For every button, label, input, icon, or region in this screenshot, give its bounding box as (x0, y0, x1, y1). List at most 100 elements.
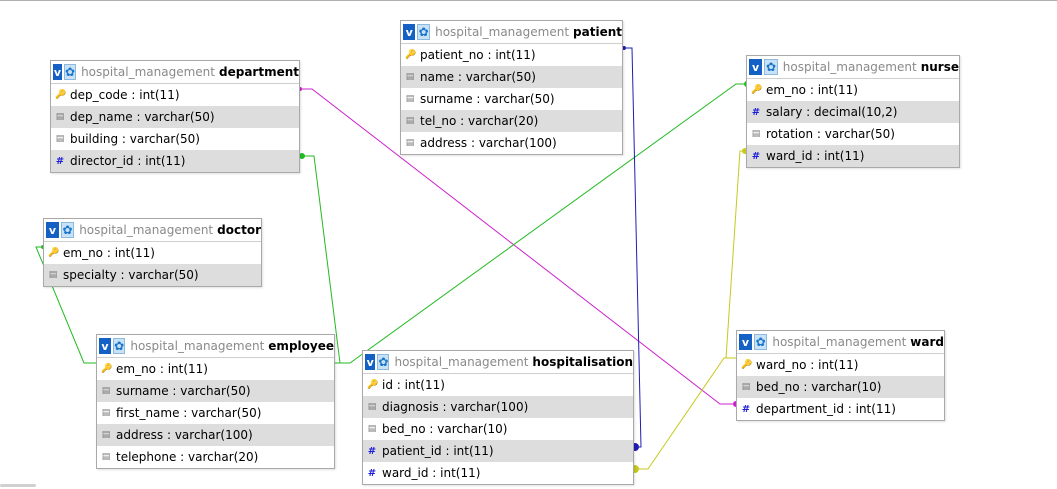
table-header[interactable]: v ✿ hospital_management employee (97, 335, 334, 358)
database-name: hospital_management (79, 223, 214, 237)
column-icon: ▤ (405, 72, 415, 82)
table-header[interactable]: v ✿ hospital_management ward (737, 331, 944, 354)
column-row[interactable]: ▤bed_no : varchar(10) (737, 376, 944, 398)
key-icon: 🔑 (405, 50, 417, 60)
relation-ward-nurse (725, 150, 746, 359)
table-ward[interactable]: v ✿ hospital_management ward 🔑ward_no : … (736, 330, 945, 421)
column-label: surname : varchar(50) (116, 384, 251, 398)
column-label: surname : varchar(50) (420, 92, 555, 106)
database-name: hospital_management (130, 339, 265, 353)
column-icon: ▤ (101, 408, 111, 418)
hash-icon: # (367, 467, 377, 479)
table-department[interactable]: v ✿ hospital_management department 🔑dep_… (50, 60, 300, 173)
column-row[interactable]: # ward_id : int(11) (747, 145, 959, 167)
table-doctor[interactable]: v ✿ hospital_management doctor 🔑em_no : … (43, 218, 262, 287)
column-icon: ▤ (751, 129, 761, 139)
database-name: hospital_management (81, 65, 215, 79)
column-row[interactable]: ▤surname : varchar(50) (401, 88, 622, 110)
column-row[interactable]: ▤ name : varchar(50) (401, 66, 622, 88)
table-header[interactable]: v ✿ hospital_management nurse (747, 56, 959, 79)
column-icon: ▤ (405, 138, 415, 148)
table-header[interactable]: v ✿ hospital_management doctor (44, 219, 261, 242)
column-row[interactable]: ▤diagnosis : varchar(100) (363, 396, 633, 418)
column-row[interactable]: 🔑patient_no : int(11) (401, 44, 622, 66)
column-icon: ▤ (101, 430, 111, 440)
hash-icon: # (751, 150, 761, 162)
column-row[interactable]: # patient_id : int(11) (363, 440, 633, 462)
column-label: tel_no : varchar(20) (420, 114, 539, 128)
key-icon: 🔑 (48, 248, 60, 258)
toggle-columns-button[interactable]: v (53, 64, 62, 80)
gear-icon[interactable]: ✿ (753, 334, 768, 350)
gear-icon[interactable]: ✿ (112, 338, 126, 354)
column-row[interactable]: # salary : decimal(10,2) (747, 101, 959, 123)
column-row[interactable]: 🔑ward_no : int(11) (737, 354, 944, 376)
column-label: name : varchar(50) (420, 70, 536, 84)
toggle-columns-button[interactable]: v (99, 338, 111, 354)
column-row[interactable]: 🔑em_no : int(11) (44, 242, 261, 264)
column-row[interactable]: ▤bed_no : varchar(10) (363, 418, 633, 440)
gear-icon[interactable]: ✿ (64, 64, 77, 80)
gear-icon[interactable]: ✿ (764, 59, 778, 75)
key-icon: 🔑 (55, 90, 67, 100)
column-label: id : int(11) (382, 378, 445, 392)
column-row[interactable]: #ward_id : int(11) (363, 462, 633, 484)
column-row[interactable]: 🔑em_no : int(11) (97, 358, 334, 380)
table-nurse[interactable]: v ✿ hospital_management nurse 🔑em_no : i… (746, 55, 960, 168)
gear-icon[interactable]: ✿ (417, 24, 431, 40)
gear-icon[interactable]: ✿ (60, 222, 75, 238)
column-row[interactable]: ▤dep_name : varchar(50) (51, 106, 299, 128)
column-label: patient_id : int(11) (382, 444, 494, 458)
relation-department-employee (300, 155, 341, 364)
hash-icon: # (741, 403, 751, 415)
column-icon: ▤ (405, 116, 415, 126)
table-header[interactable]: v ✿ hospital_management hospitalisation (363, 351, 633, 374)
column-label: address : varchar(100) (116, 428, 253, 442)
column-row[interactable]: 🔑em_no : int(11) (747, 79, 959, 101)
column-label: ward_no : int(11) (756, 358, 859, 372)
column-row[interactable]: ▤address : varchar(100) (401, 132, 622, 154)
column-row[interactable]: 🔑id : int(11) (363, 374, 633, 396)
column-icon: ▤ (101, 452, 111, 462)
table-hospitalisation[interactable]: v ✿ hospital_management hospitalisation … (362, 350, 634, 485)
key-icon: 🔑 (741, 360, 753, 370)
column-label: dep_code : int(11) (70, 88, 180, 102)
toggle-columns-button[interactable]: v (46, 222, 59, 238)
column-row[interactable]: ▤ first_name : varchar(50) (97, 402, 334, 424)
hash-icon: # (367, 445, 377, 457)
toggle-columns-button[interactable]: v (739, 334, 752, 350)
horizontal-scrollbar[interactable] (0, 484, 36, 487)
column-icon: ▤ (741, 382, 751, 392)
column-label: em_no : int(11) (766, 83, 858, 97)
column-row[interactable]: ▤ tel_no : varchar(20) (401, 110, 622, 132)
table-header[interactable]: v ✿ hospital_management department (51, 61, 299, 84)
database-name: hospital_management (772, 335, 907, 349)
column-label: first_name : varchar(50) (116, 406, 262, 420)
toggle-columns-button[interactable]: v (365, 354, 376, 370)
column-icon: ▤ (48, 270, 58, 280)
toggle-columns-button[interactable]: v (403, 24, 416, 40)
column-row[interactable]: ▤ address : varchar(100) (97, 424, 334, 446)
table-name: patient (573, 25, 622, 39)
table-patient[interactable]: v ✿ hospital_management patient 🔑patient… (400, 20, 623, 155)
database-name: hospital_management (435, 25, 570, 39)
key-icon: 🔑 (751, 85, 763, 95)
column-label: ward_id : int(11) (766, 149, 865, 163)
table-header[interactable]: v ✿ hospital_management patient (401, 21, 622, 44)
column-label: building : varchar(50) (70, 132, 200, 146)
database-name: hospital_management (782, 60, 917, 74)
key-icon: 🔑 (101, 364, 113, 374)
column-row[interactable]: 🔑dep_code : int(11) (51, 84, 299, 106)
column-row[interactable]: ▤building : varchar(50) (51, 128, 299, 150)
column-label: salary : decimal(10,2) (766, 105, 898, 119)
toggle-columns-button[interactable]: v (749, 59, 763, 75)
column-row[interactable]: ▤rotation : varchar(50) (747, 123, 959, 145)
column-row[interactable]: ▤surname : varchar(50) (97, 380, 334, 402)
column-row[interactable]: #department_id : int(11) (737, 398, 944, 420)
column-row[interactable]: ▤specialty : varchar(50) (44, 264, 261, 286)
gear-icon[interactable]: ✿ (377, 354, 390, 370)
hash-icon: # (751, 106, 761, 118)
table-employee[interactable]: v ✿ hospital_management employee 🔑em_no … (96, 334, 335, 469)
column-row[interactable]: ▤telephone : varchar(20) (97, 446, 334, 468)
column-row[interactable]: #director_id : int(11) (51, 150, 299, 172)
